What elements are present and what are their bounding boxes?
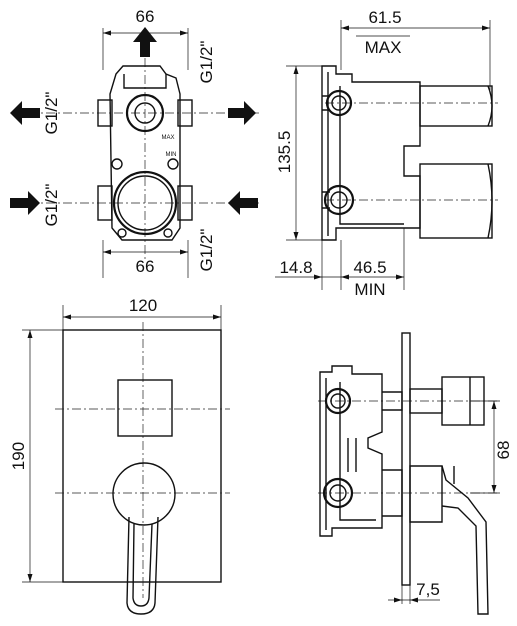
depth-max-word: MAX: [365, 38, 402, 57]
valve-body-front-view: 66 MAX MIN G1/2": [10, 7, 262, 278]
body-mark-max: MAX: [161, 135, 174, 141]
left-inlet-arrow: [10, 191, 40, 215]
right-outlet-arrow: [228, 101, 256, 125]
assembly-side-view: 68 7,5: [318, 332, 513, 615]
right-inlet-arrow: [228, 191, 258, 215]
plate-height-label: 190: [9, 442, 28, 470]
thread-bottom-right-label: G1/2": [197, 229, 216, 272]
plate-thickness-label: 7,5: [416, 580, 440, 599]
depth-max-value: 61.5: [368, 8, 401, 27]
body-height-label: 135.5: [275, 131, 294, 174]
thread-left-inlet-label: G1/2": [42, 184, 61, 227]
valve-body-side-view: 61.5 MAX 135.5: [275, 8, 498, 299]
thread-top-right-label: G1/2": [197, 41, 216, 84]
body-mark-min: MIN: [166, 152, 177, 158]
offset-value: 14.8: [279, 258, 312, 277]
thread-left-outlet-label: G1/2": [42, 92, 61, 135]
top-width-label: 66: [136, 7, 155, 26]
cover-plate-front-view: 120 190: [9, 296, 230, 615]
plate-width-label: 120: [129, 296, 157, 315]
outlet-up-arrow: [133, 27, 157, 57]
left-outlet-arrow: [10, 101, 40, 125]
bottom-width-label: 66: [136, 257, 155, 276]
depth-min-value: 46.5: [353, 258, 386, 277]
axis-spacing-label: 68: [494, 441, 513, 460]
depth-min-word: MIN: [354, 280, 385, 299]
